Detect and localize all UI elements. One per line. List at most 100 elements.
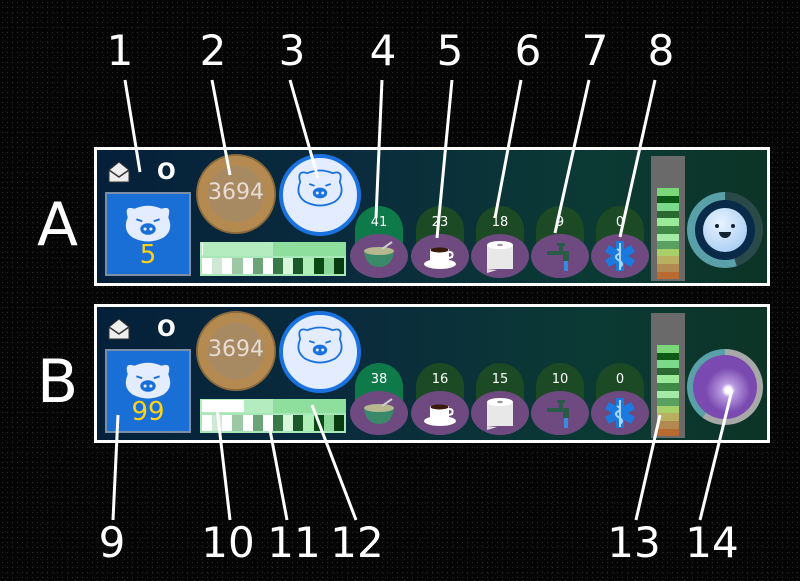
callout-number: 1 <box>106 26 134 75</box>
meter-segment <box>657 383 679 391</box>
row-label: B <box>37 347 79 417</box>
meter-segment <box>657 360 679 368</box>
meter-segment <box>657 367 679 376</box>
resource-soup-bowl[interactable]: 38 <box>349 359 409 437</box>
resource-coffee-cup[interactable]: 16 <box>410 359 470 437</box>
progress-fill <box>202 243 203 255</box>
progress-cell <box>252 258 263 274</box>
row-label: A <box>37 190 79 260</box>
meter-segment <box>657 264 679 272</box>
meter-segment <box>657 188 679 196</box>
callout-line <box>123 79 142 173</box>
callout-line <box>374 79 384 219</box>
progress-cell <box>272 415 284 431</box>
callout-line <box>210 79 232 176</box>
progress-cell <box>283 258 294 274</box>
progress-cell <box>222 258 233 274</box>
meter-segment <box>657 421 679 429</box>
player-level-card[interactable]: 99 <box>105 349 191 433</box>
pig-avatar-button[interactable] <box>279 154 361 236</box>
callout-number: 5 <box>436 26 464 75</box>
callout-line <box>493 79 523 219</box>
meter-segment <box>657 405 679 414</box>
progress-cell <box>262 258 273 274</box>
resource-toilet-paper[interactable]: 15 <box>470 359 530 437</box>
progress-cell <box>242 415 253 431</box>
progress-cell <box>323 258 334 274</box>
meter-segment <box>657 248 679 257</box>
envelope-icon[interactable] <box>107 160 131 184</box>
callout-line <box>435 79 454 239</box>
callout-line <box>214 399 232 521</box>
coin-badge[interactable]: 3694 <box>196 311 276 391</box>
vertical-meter <box>651 313 685 438</box>
resource-value: 9 <box>555 215 565 230</box>
resource-value: 18 <box>491 215 509 230</box>
coffee-cup-icon <box>411 391 469 435</box>
soup-bowl-icon <box>350 391 408 435</box>
player-level: 99 <box>131 397 165 427</box>
meter-segment <box>657 195 679 204</box>
progress-cell <box>303 258 314 274</box>
resource-value: 41 <box>370 215 388 230</box>
soup-bowl-icon <box>350 234 408 278</box>
resource-value: 23 <box>431 215 449 230</box>
progress-cell <box>232 258 243 274</box>
callout-number: 7 <box>581 26 609 75</box>
toilet-paper-icon <box>471 234 529 278</box>
meter-segment <box>657 210 679 219</box>
callout-number: 10 <box>201 518 255 567</box>
envelope-icon[interactable] <box>107 317 131 341</box>
callout-line <box>553 79 591 234</box>
resource-water-tap[interactable]: 10 <box>530 359 590 437</box>
meter-segment <box>657 271 679 280</box>
meter-segment <box>657 428 679 437</box>
progress-bar <box>200 242 346 276</box>
meter-segment <box>657 352 679 361</box>
water-tap-icon <box>531 234 589 278</box>
resource-value: 15 <box>491 372 509 387</box>
progress-cell <box>272 258 284 274</box>
callout-number: 6 <box>514 26 542 75</box>
player-level-card[interactable]: 5 <box>105 192 191 276</box>
resource-value: 0 <box>615 372 625 387</box>
meter-segment <box>657 413 679 421</box>
progress-cell <box>283 415 294 431</box>
resource-medical[interactable]: 0 <box>590 359 650 437</box>
progress-cell <box>202 258 213 274</box>
progress-cell <box>262 415 273 431</box>
progress-cell <box>333 415 344 431</box>
callout-number: 8 <box>647 26 675 75</box>
progress-cell <box>202 415 213 431</box>
mail-count: O <box>157 317 176 342</box>
happy-moon-icon[interactable] <box>687 192 763 268</box>
coffee-cup-icon <box>411 234 469 278</box>
progress-cell <box>303 415 314 431</box>
toilet-paper-icon <box>471 391 529 435</box>
callout-line <box>310 404 358 521</box>
meter-segment <box>657 203 679 211</box>
coin-count: 3694 <box>208 180 264 205</box>
coin-badge[interactable]: 3694 <box>196 154 276 234</box>
meter-segment <box>657 256 679 264</box>
callout-number: 14 <box>685 518 739 567</box>
callout-number: 2 <box>199 26 227 75</box>
progress-cell <box>313 258 324 274</box>
resource-soup-bowl[interactable]: 41 <box>349 202 409 280</box>
pig-avatar-button[interactable] <box>279 311 361 393</box>
resource-toilet-paper[interactable]: 18 <box>470 202 530 280</box>
meter-segment <box>657 345 679 353</box>
resource-value: 10 <box>551 372 569 387</box>
progress-cell <box>212 258 223 274</box>
meter-segment <box>657 390 679 399</box>
progress-cell <box>293 415 304 431</box>
callout-number: 13 <box>607 518 661 567</box>
progress-cell <box>293 258 304 274</box>
vertical-meter <box>651 156 685 281</box>
progress-fill <box>202 400 244 412</box>
water-tap-icon <box>531 391 589 435</box>
progress-cell <box>242 258 253 274</box>
callout-line <box>698 389 734 521</box>
player-level: 5 <box>139 240 157 270</box>
callout-number: 4 <box>369 26 397 75</box>
